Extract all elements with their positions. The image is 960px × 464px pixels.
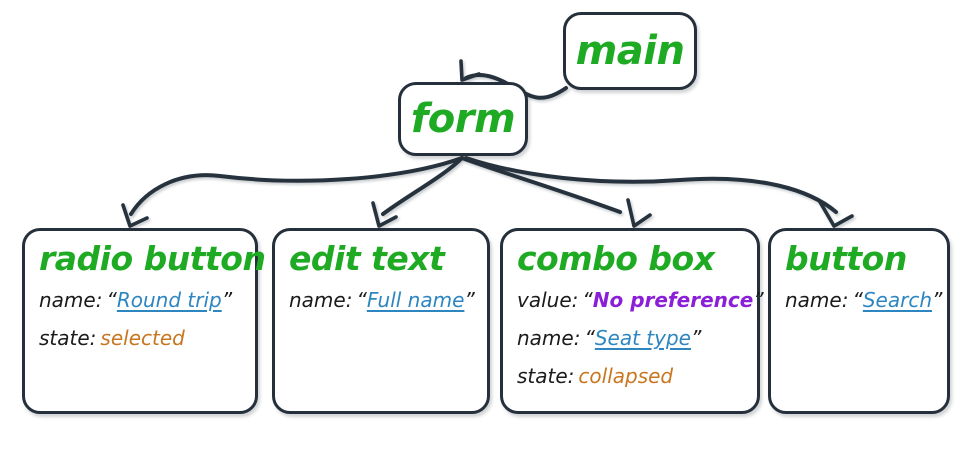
property-key: state: [39, 326, 97, 350]
edge-form-to-combo-box-arrowhead [626, 198, 652, 228]
quote-close: ” [932, 288, 943, 312]
edge-form-to-radio-button [129, 156, 464, 216]
edge-main-to-form-arrowhead [459, 59, 481, 82]
property-value: Search [862, 288, 932, 312]
quote-close: ” [753, 288, 764, 312]
quote-open: “ [356, 288, 367, 312]
node-form-title: form [410, 96, 516, 142]
quote-close: ” [221, 288, 233, 312]
edge-form-to-button [464, 156, 838, 214]
node-button[interactable]: button name:“Search” [768, 228, 950, 414]
quote-open: “ [106, 288, 117, 312]
node-edit-text-title: edit text [289, 239, 445, 278]
property-row: name:“Round trip” [39, 281, 255, 319]
quote-close: ” [464, 288, 475, 312]
edge-form-to-combo-box [460, 156, 622, 214]
quote-close: ” [690, 326, 702, 350]
property-row: state:selected [39, 319, 255, 357]
property-value: selected [100, 326, 185, 350]
property-row: value:“No preference” [517, 281, 764, 319]
property-key: name: [39, 288, 103, 312]
property-value: Seat type [594, 326, 691, 350]
property-value: collapsed [578, 364, 674, 388]
property-row: name:“Seat type” [517, 319, 757, 357]
node-combo-box-title: combo box [517, 239, 715, 278]
property-value: Full name [366, 288, 465, 312]
edge-form-to-radio-button-arrowhead [121, 203, 149, 228]
quote-open: “ [584, 326, 595, 350]
node-combo-box[interactable]: combo box value:“No preference” name:“Se… [500, 228, 764, 414]
property-key: name: [517, 326, 581, 350]
node-edit-text[interactable]: edit text name:“Full name” [272, 228, 490, 414]
edge-form-to-edit-text [381, 156, 464, 216]
property-key: value: [517, 288, 579, 312]
edge-form-to-button-arrowhead [818, 200, 854, 228]
property-key: name: [289, 288, 353, 312]
property-key: name: [785, 288, 849, 312]
property-row: name:“Search” [785, 281, 947, 319]
edge-form-to-edit-text-arrowhead [371, 201, 398, 228]
node-radio-button-title: radio button [39, 239, 266, 278]
quote-open: “ [852, 288, 863, 312]
node-radio-button[interactable]: radio button name:“Round trip” state:sel… [22, 228, 266, 414]
property-value: Round trip [116, 288, 222, 312]
node-button-title: button [785, 239, 907, 278]
quote-open: “ [582, 288, 593, 312]
property-key: state: [517, 364, 575, 388]
node-main[interactable]: main [563, 12, 697, 90]
node-main-title: main [575, 28, 685, 74]
property-row: name:“Full name” [289, 281, 487, 319]
property-row: state:collapsed [517, 357, 757, 395]
node-form[interactable]: form [398, 82, 528, 156]
property-value: No preference [592, 288, 754, 312]
